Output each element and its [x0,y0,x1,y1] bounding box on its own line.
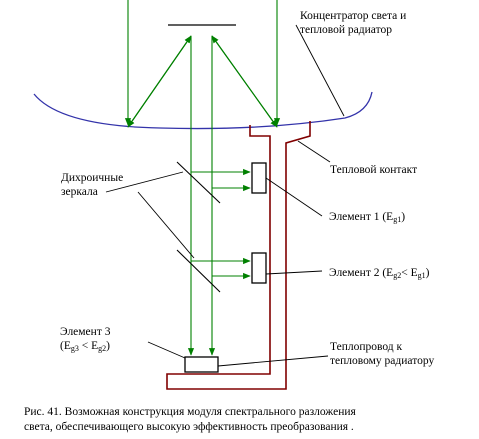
down-beams [187,36,216,356]
element-1-label: Элемент 1 (Eg1) [329,211,406,224]
element-3 [184,356,219,373]
heat-pipe-label: Теплопровод к тепловому радиатору [330,341,435,367]
concentrator-label: Концентратор света и тепловой радиатор [300,10,407,36]
element-3-label: Элемент 3 (Eg3 < Eg2) [60,326,111,353]
caption-line-2: света, обеспечивающего высокую эффективн… [24,421,354,433]
reflected-rays [127,35,278,128]
dichroic-mirrors [176,161,221,293]
incoming-rays [124,0,281,126]
concentrator-mirror [33,91,373,130]
dichroic-mirror-2 [176,249,221,293]
element-1 [251,162,267,194]
element-2-label: Элемент 2 (Eg2< Eg1) [329,267,430,280]
dichroic-mirror-1 [176,161,221,204]
heat-conductor [166,121,311,390]
element-2 [251,252,267,284]
thermal-contact-label: Тепловой контакт [330,164,418,176]
split-beams [191,168,251,280]
figure-caption: Рис. 41. Возможная конструкция модуля сп… [24,405,464,435]
dichroic-mirrors-label: Дихроичные зеркала [61,172,124,198]
caption-line-1: Рис. 41. Возможная конструкция модуля сп… [24,406,356,418]
leader-lines [105,24,345,367]
